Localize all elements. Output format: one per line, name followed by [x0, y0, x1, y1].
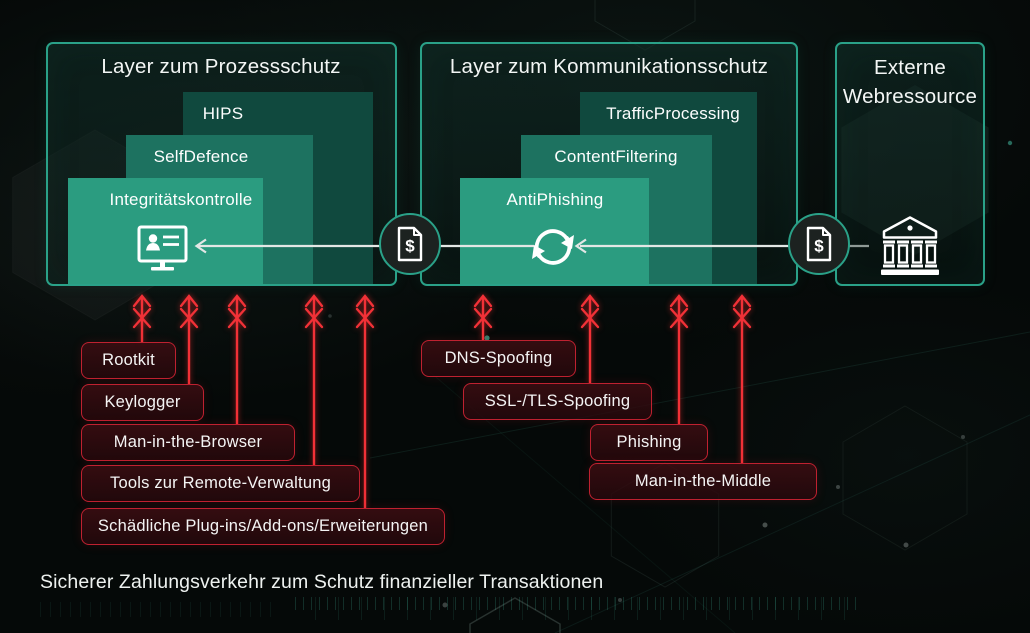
threat-rootkit: Rootkit — [81, 342, 176, 379]
bank-icon — [881, 216, 939, 275]
bar-label-selfdefence: SelfDefence — [153, 147, 249, 166]
dollar-document-icon: $ — [379, 213, 441, 275]
blocked-attack-arrow-icon — [732, 294, 752, 463]
dollar-document-icon: $ — [788, 213, 850, 275]
arrow-left-icon — [194, 238, 207, 254]
bar-label-hips: HIPS — [202, 104, 244, 123]
bar-label-integrity-control: Integritätskontrolle — [109, 190, 253, 209]
dollar-glyph: $ — [405, 237, 415, 256]
bar-label-content-filtering: ContentFiltering — [554, 147, 678, 166]
threat-keylogger: Keylogger — [81, 384, 204, 421]
threat-malicious-plugins: Schädliche Plug-ins/Add-ons/Erweiterunge… — [81, 508, 445, 545]
sync-icon — [532, 229, 574, 265]
threat-ssl-tls-spoofing: SSL-/TLS-Spoofing — [463, 383, 652, 420]
threat-man-in-the-browser: Man-in-the-Browser — [81, 424, 295, 461]
equalizer-pattern — [295, 597, 860, 610]
id-monitor-icon — [137, 225, 188, 271]
blocked-attack-arrow-icon — [669, 294, 689, 424]
blocked-attack-arrow-icon — [132, 294, 152, 342]
blocked-attack-arrow-icon — [227, 294, 247, 424]
panel-title-process: Layer zum Prozessschutz — [101, 55, 341, 78]
diagram-caption: Sicherer Zahlungsverkehr zum Schutz fina… — [40, 571, 604, 593]
threat-man-in-the-middle: Man-in-the-Middle — [589, 463, 817, 500]
blocked-attack-arrow-icon — [304, 294, 324, 465]
dollar-glyph: $ — [814, 237, 824, 256]
bar-label-traffic-processing: TrafficProcessing — [606, 104, 740, 123]
blocked-attack-arrow-icon — [580, 294, 600, 383]
threat-dns-spoofing: DNS-Spoofing — [421, 340, 576, 377]
panel-title-external: Externe Webressource — [842, 56, 978, 108]
equalizer-pattern — [315, 597, 845, 620]
threat-remote-admin-tools: Tools zur Remote-Verwaltung — [81, 465, 360, 502]
threat-phishing: Phishing — [590, 424, 708, 461]
blocked-attack-arrow-icon — [355, 294, 375, 508]
arrow-left-icon — [574, 238, 587, 254]
bar-label-antiphishing: AntiPhishing — [506, 190, 604, 209]
blocked-attack-arrow-icon — [179, 294, 199, 384]
blocked-attack-arrow-icon — [473, 294, 493, 340]
panel-title-communication: Layer zum Kommunikationsschutz — [449, 55, 769, 78]
equalizer-pattern — [40, 602, 280, 617]
bar-integrity-control — [68, 178, 263, 284]
